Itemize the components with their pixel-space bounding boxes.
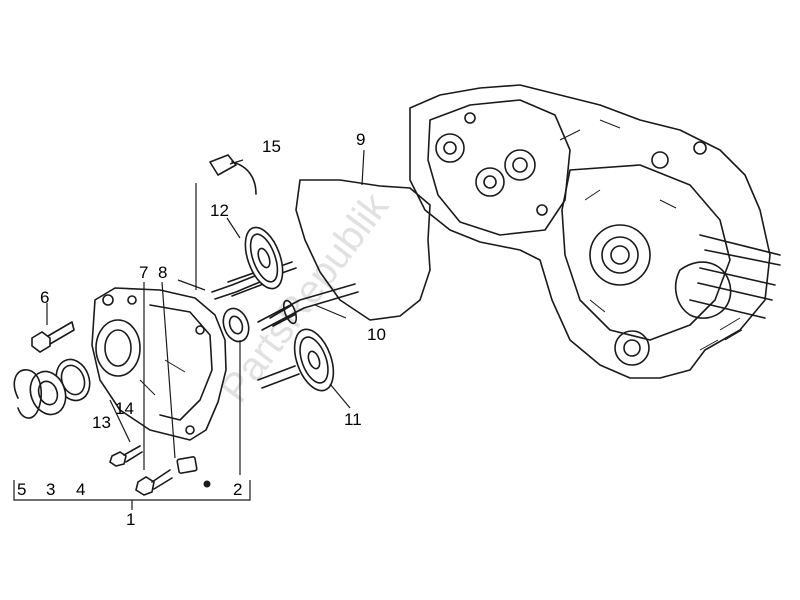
screw-13	[109, 445, 143, 467]
bolt-7	[135, 469, 173, 496]
hose-fitting	[209, 154, 257, 195]
callout-15: 15	[262, 137, 281, 156]
transmission-cover	[91, 287, 227, 441]
callout-4: 4	[76, 480, 85, 499]
bearing-2	[222, 307, 250, 343]
callout-9: 9	[356, 130, 365, 149]
gasket	[295, 179, 431, 321]
callout-3: 3	[46, 480, 55, 499]
gear-11	[257, 328, 335, 392]
callout-12: 12	[210, 201, 229, 220]
callout-10: 10	[367, 325, 386, 344]
callout-8: 8	[158, 263, 167, 282]
callout-1: 1	[126, 510, 135, 529]
callout-2: 2	[233, 480, 242, 499]
callout-6: 6	[40, 288, 49, 307]
circlip-5	[13, 369, 42, 419]
callout-13: 13	[92, 413, 111, 432]
output-shaft-10	[257, 283, 359, 331]
callout-11: 11	[344, 410, 362, 429]
engine-crankcase	[409, 84, 781, 379]
leader-lines	[46, 149, 365, 475]
block-8	[176, 456, 198, 474]
bolt-6	[31, 321, 75, 353]
dot-marker	[203, 480, 211, 488]
callout-7: 7	[139, 263, 148, 282]
callout-14: 14	[115, 399, 134, 418]
callout-5: 5	[17, 480, 26, 499]
bearing-3	[29, 370, 67, 416]
gear-shaft-12	[211, 226, 297, 300]
